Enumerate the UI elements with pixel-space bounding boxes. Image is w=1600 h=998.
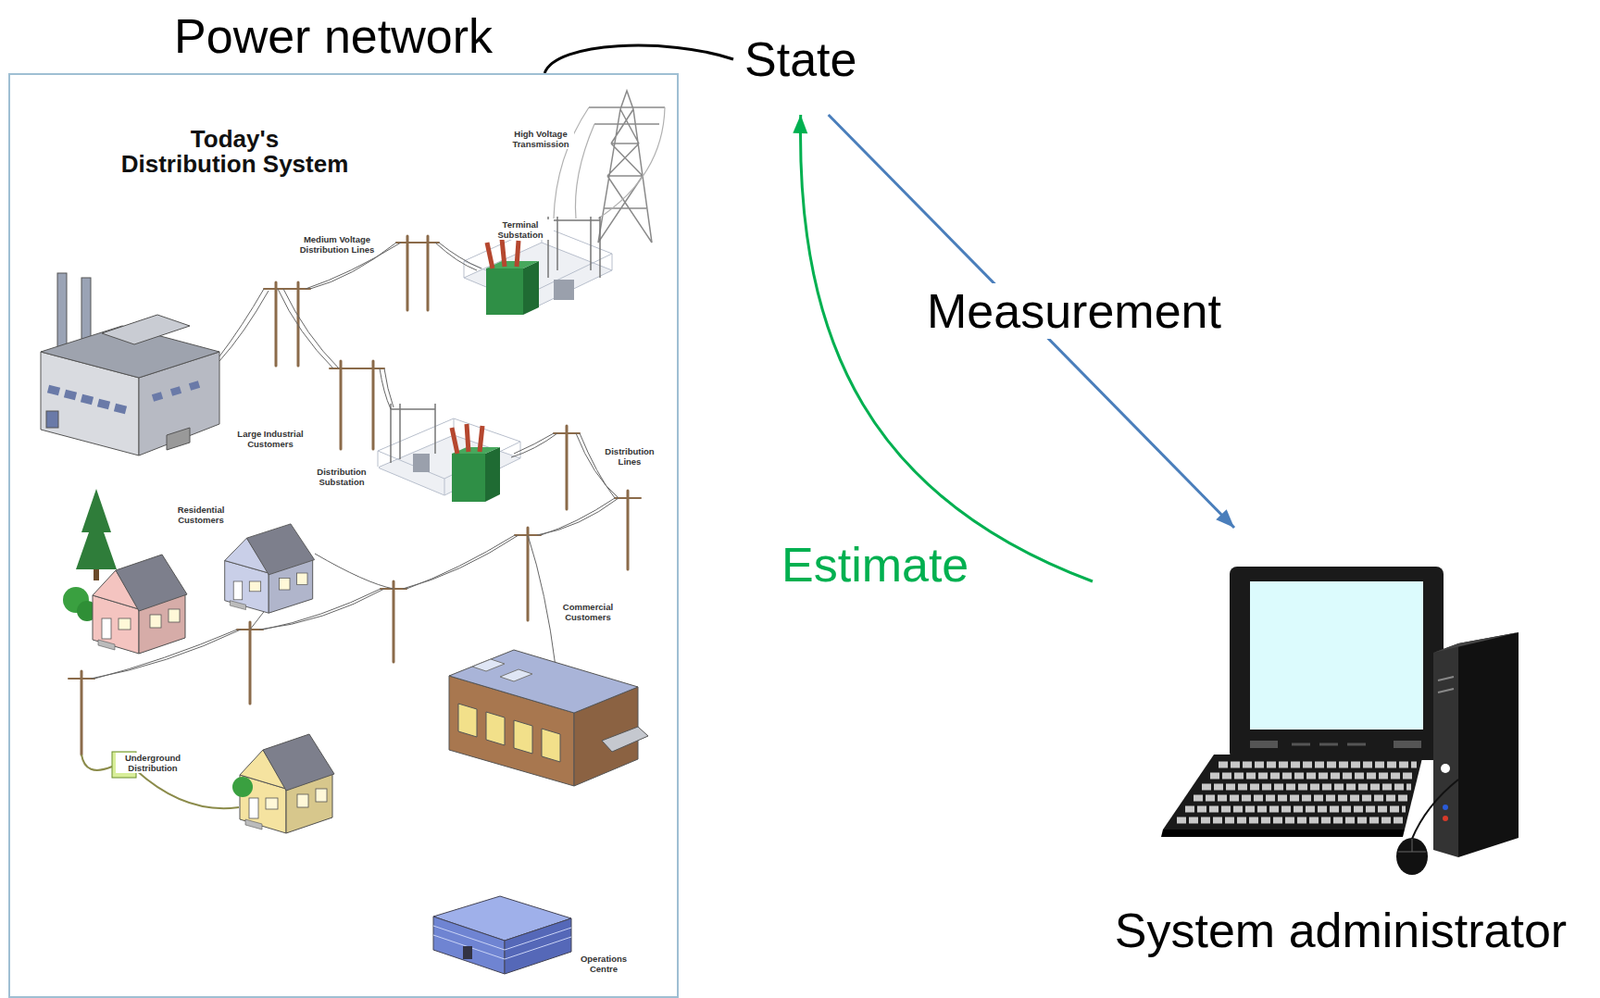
distribution-wires-part xyxy=(511,433,558,458)
factory-part xyxy=(81,277,91,345)
computer-icon-part xyxy=(1437,676,1454,693)
distribution-wires-part xyxy=(219,288,269,362)
part-label: Residential Customers xyxy=(163,504,238,525)
underground-distribution xyxy=(81,751,239,809)
commercial-building-part xyxy=(458,703,561,763)
factory-part xyxy=(166,427,190,450)
distribution-wires-part xyxy=(379,368,394,410)
arrowhead xyxy=(792,114,808,134)
computer-icon-part xyxy=(1398,838,1426,852)
part-label: High Voltage Transmission xyxy=(507,128,575,150)
arrowhead xyxy=(1215,509,1235,528)
part-label: Medium Voltage Distribution Lines xyxy=(294,234,380,255)
part-label: Terminal Substation xyxy=(487,219,554,240)
node-label: State xyxy=(744,31,857,88)
distribution-wires-part xyxy=(402,535,519,589)
factory-part xyxy=(48,388,126,411)
computer-node: System administrator xyxy=(1092,527,1589,964)
terminal-substation-part xyxy=(523,261,539,315)
factory-part xyxy=(152,384,200,399)
computer-icon xyxy=(1161,566,1519,875)
computer-icon-part xyxy=(1458,632,1519,858)
computer-icon-part xyxy=(1161,829,1405,838)
computer-icon-part xyxy=(1442,804,1449,811)
part-label: Commercial Customers xyxy=(550,601,625,623)
utility-poles-part xyxy=(68,242,641,679)
distribution-wires-part xyxy=(435,242,482,271)
state-node: State xyxy=(733,27,868,115)
computer-icon-part xyxy=(1162,754,1424,830)
part-label: Distribution Lines xyxy=(600,446,659,467)
distribution-substation-part xyxy=(451,453,486,502)
factory xyxy=(40,273,220,456)
computer-icon-part xyxy=(1433,632,1519,653)
computer-icon-part xyxy=(1396,837,1428,875)
distribution-wires-part xyxy=(277,288,339,369)
computer-icon-part xyxy=(1291,743,1366,747)
power-network-panel: Power network xyxy=(8,73,679,998)
utility-poles xyxy=(68,236,641,755)
computer-icon-part xyxy=(1176,764,1417,821)
connector xyxy=(544,45,734,74)
operations-centre-part xyxy=(433,925,572,960)
distribution-wires-part xyxy=(537,498,619,536)
distribution-substation-part xyxy=(451,424,483,454)
edge-label: Estimate xyxy=(775,537,975,593)
transmission-wires xyxy=(553,107,665,219)
underground-distribution-part xyxy=(136,770,239,809)
computer-icon-part xyxy=(1250,581,1424,730)
panel-heading: Power network xyxy=(174,8,493,64)
terminal-substation-part xyxy=(487,238,519,269)
commercial-building-part xyxy=(449,650,638,713)
residential-houses-part xyxy=(232,776,253,798)
residential-houses-part xyxy=(75,488,117,570)
terminal-substation xyxy=(463,216,613,315)
commercial-building-part xyxy=(500,669,533,682)
factory-part xyxy=(46,411,59,428)
connector xyxy=(800,114,1093,582)
operations-centre-part xyxy=(462,946,473,960)
operations-centre xyxy=(433,896,572,975)
residential-houses xyxy=(62,488,335,834)
edge-label: Measurement xyxy=(921,283,1227,339)
part-label: Large Industrial Customers xyxy=(233,428,308,450)
underground-distribution-part xyxy=(81,754,113,771)
computer-icon-part xyxy=(1442,815,1449,822)
connector xyxy=(828,114,1235,528)
computer-icon-part xyxy=(1229,566,1444,761)
distribution-substation-part xyxy=(412,453,430,473)
distribution-substation-part xyxy=(485,447,500,502)
commercial-building xyxy=(449,650,649,787)
commercial-building-part xyxy=(472,659,505,672)
computer-icon-part xyxy=(1440,763,1450,774)
illustration-title: Today's Distribution System xyxy=(120,126,350,177)
residential-houses-part xyxy=(92,554,188,654)
residential-houses-part xyxy=(239,734,335,834)
computer-icon-part xyxy=(1433,643,1459,858)
computer-icon-part xyxy=(1412,779,1459,839)
node-label: System administrator xyxy=(1114,902,1567,959)
factory-part xyxy=(57,273,67,350)
distribution-wires xyxy=(90,242,619,679)
distribution-substation xyxy=(377,403,521,502)
part-label: Underground Distribution xyxy=(115,752,190,774)
terminal-substation-part xyxy=(553,279,575,300)
terminal-substation-part xyxy=(548,216,600,278)
computer-icon-part xyxy=(1250,740,1278,749)
part-label: Operations Centre xyxy=(570,953,638,975)
residential-houses-part xyxy=(93,569,100,581)
commercial-building-part xyxy=(601,726,649,752)
terminal-substation-part xyxy=(486,268,524,315)
part-label: Distribution Substation xyxy=(304,466,379,488)
factory-part xyxy=(101,314,190,345)
residential-houses-part xyxy=(225,524,315,613)
computer-icon-part xyxy=(1393,740,1422,749)
transmission-wires-part xyxy=(553,107,665,219)
operations-centre-part xyxy=(433,916,505,975)
